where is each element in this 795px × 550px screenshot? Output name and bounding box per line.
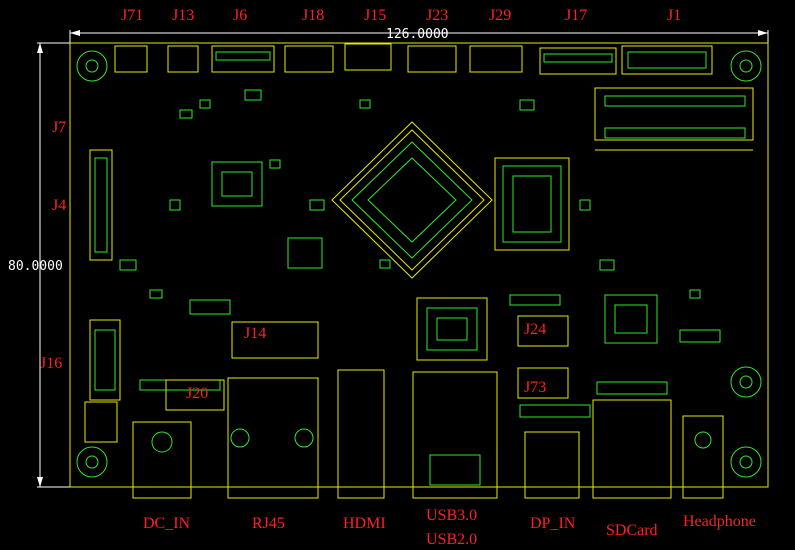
sdcard-slot bbox=[592, 399, 672, 499]
label-dc-in: DC_IN bbox=[143, 515, 191, 532]
top-connectors bbox=[114, 43, 713, 75]
label-usb2: USB2.0 bbox=[426, 531, 477, 548]
label-usb3: USB3.0 bbox=[426, 507, 477, 524]
label-dp-in: DP_IN bbox=[530, 515, 576, 532]
label-j16: J16 bbox=[40, 355, 62, 372]
card-socket bbox=[594, 87, 754, 151]
label-j24: J24 bbox=[524, 321, 546, 338]
label-j29: J29 bbox=[489, 7, 511, 24]
dimension-annotations: 126.0000 80.0000 bbox=[8, 27, 769, 488]
height-dimension: 80.0000 bbox=[8, 259, 63, 274]
secondary-ics bbox=[211, 161, 658, 361]
left-connectors bbox=[84, 149, 121, 443]
memory-chip bbox=[494, 157, 570, 251]
label-j13: J13 bbox=[172, 7, 194, 24]
rj45-connector bbox=[227, 377, 319, 499]
label-j73: J73 bbox=[524, 379, 546, 396]
label-j14: J14 bbox=[244, 325, 266, 342]
label-j71: J71 bbox=[121, 7, 143, 24]
label-rj45: RJ45 bbox=[252, 515, 285, 532]
top-label-row: J71 J13 J6 J18 J15 J23 J29 J17 J1 bbox=[121, 7, 681, 24]
label-j18: J18 bbox=[302, 7, 324, 24]
label-j15: J15 bbox=[364, 7, 386, 24]
bottom-label-row: DC_IN RJ45 HDMI USB3.0 USB2.0 DP_IN SDCa… bbox=[143, 507, 756, 548]
mounting-holes bbox=[76, 50, 762, 478]
label-headphone: Headphone bbox=[683, 513, 756, 530]
usb-connector bbox=[412, 371, 498, 499]
label-j6: J6 bbox=[233, 7, 247, 24]
headphone-jack bbox=[682, 415, 724, 499]
label-j1: J1 bbox=[667, 7, 681, 24]
width-dimension: 126.0000 bbox=[386, 27, 449, 42]
label-j20: J20 bbox=[186, 385, 208, 402]
label-j17: J17 bbox=[565, 7, 587, 24]
label-hdmi: HDMI bbox=[343, 515, 386, 532]
hdmi-connector bbox=[337, 369, 385, 499]
main-soc bbox=[331, 121, 493, 279]
small-components bbox=[119, 89, 721, 418]
dp-in-connector bbox=[524, 431, 580, 499]
label-j7: J7 bbox=[52, 119, 66, 136]
dc-in-connector bbox=[132, 421, 192, 499]
label-sdcard: SDCard bbox=[606, 522, 658, 539]
left-label-column: J7 J4 J16 bbox=[40, 119, 66, 372]
inner-labels: J14 J20 J24 J73 bbox=[186, 321, 546, 402]
bottom-connectors bbox=[132, 315, 724, 499]
board-outline bbox=[69, 42, 769, 488]
label-j4: J4 bbox=[52, 197, 66, 214]
label-j23: J23 bbox=[426, 7, 448, 24]
